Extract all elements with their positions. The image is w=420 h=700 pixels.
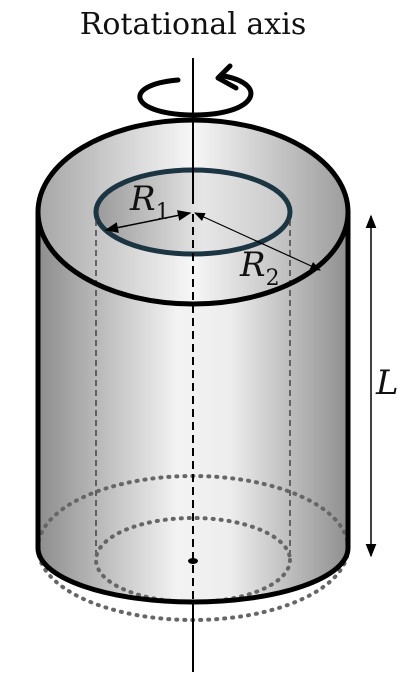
diagram-title: Rotational axis xyxy=(80,7,306,42)
rotation-arrow-icon xyxy=(137,63,254,118)
outer-radius-label: R2 xyxy=(239,245,280,291)
cylinder-outline xyxy=(35,117,351,605)
cylinder-outer-wall xyxy=(38,212,348,602)
axis-center-dot xyxy=(188,558,198,564)
inner-bore-hidden-lines xyxy=(95,220,291,560)
length-label: L xyxy=(375,363,399,403)
inner-radius-label: R1 xyxy=(129,179,170,225)
outer-radius-arrow xyxy=(194,212,321,271)
inner-radius-arrow xyxy=(104,210,192,233)
